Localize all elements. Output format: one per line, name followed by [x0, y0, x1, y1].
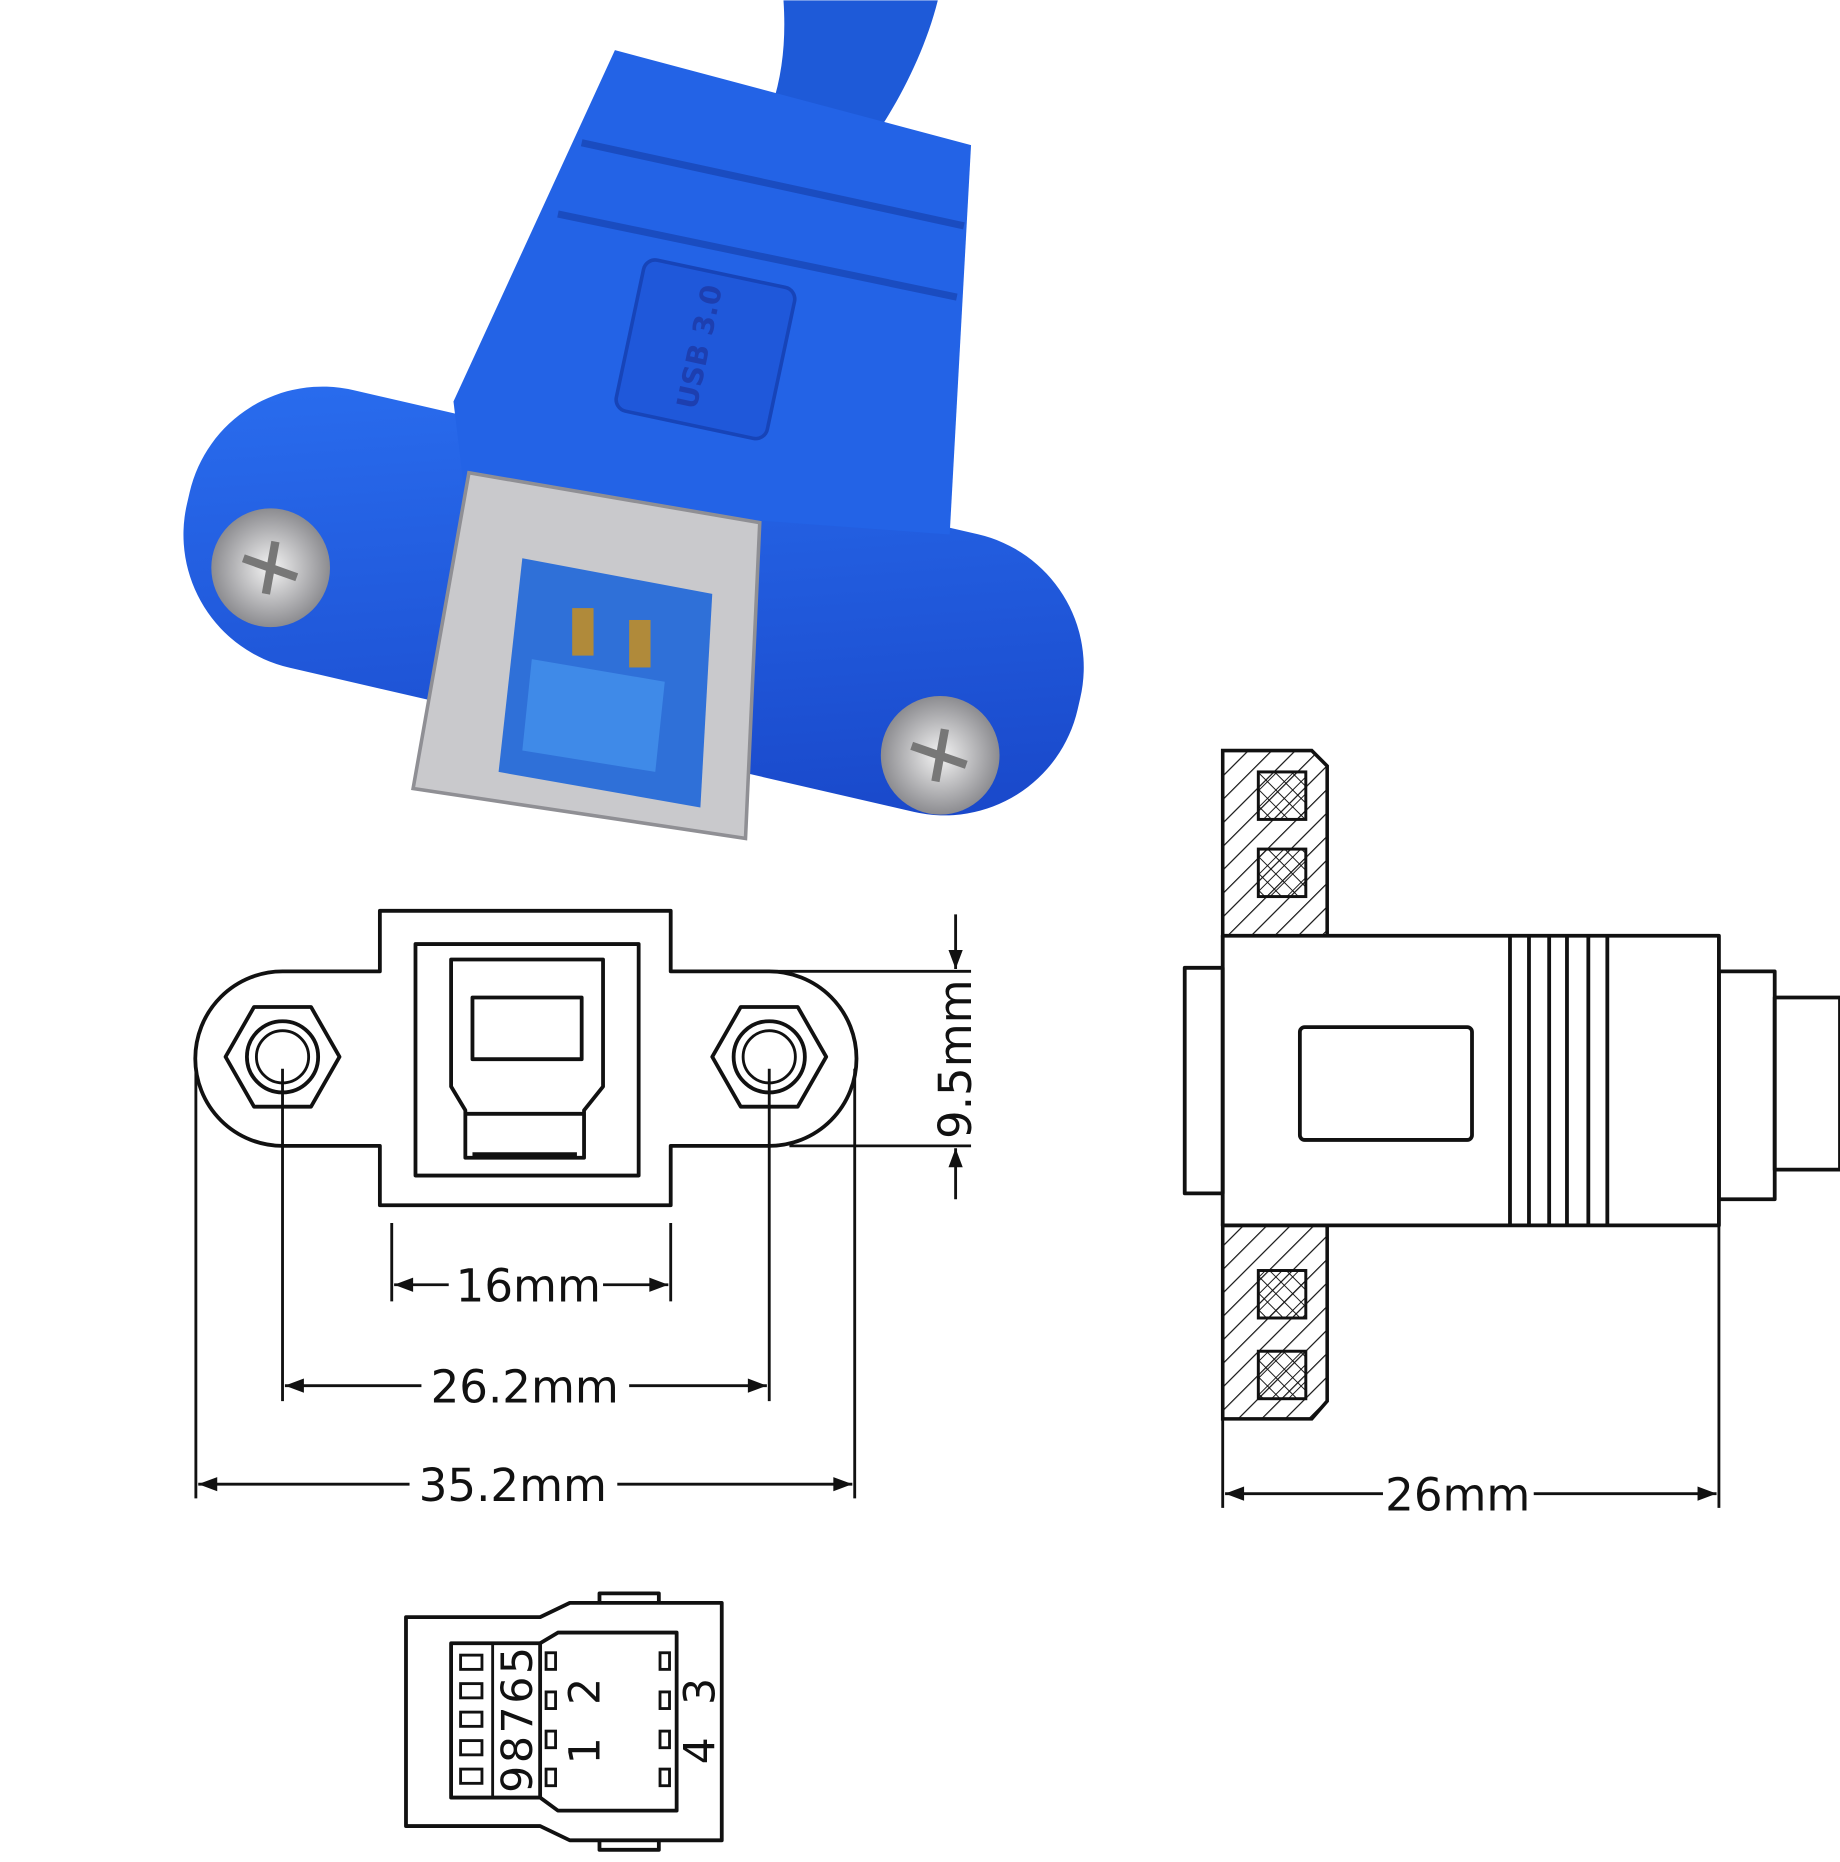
side-view-drawing: 26mm [1182, 748, 1840, 1521]
pin-label-9: 9 [493, 1766, 543, 1793]
dimension-16mm: 16mm [390, 1223, 673, 1312]
body-ribs [557, 139, 965, 301]
pin-label-5: 5 [493, 1647, 543, 1674]
contact-pin [629, 619, 651, 668]
connector-photo: USB 3.0 [183, 0, 1084, 841]
pin-label-7: 7 [493, 1706, 543, 1733]
pin-label-2: 2 [560, 1678, 610, 1705]
port-outline [413, 942, 641, 1178]
usb3-emboss: USB 3.0 [614, 258, 797, 441]
svg-text:26mm: 26mm [1385, 1468, 1530, 1521]
svg-text:16mm: 16mm [456, 1259, 601, 1312]
svg-text:26.2mm: 26.2mm [431, 1360, 619, 1413]
screw-right [880, 695, 1000, 815]
pin-label-8: 8 [493, 1736, 543, 1763]
port-tongue [522, 659, 665, 772]
screw-left [211, 508, 331, 628]
pin-label-6: 6 [493, 1677, 543, 1704]
svg-text:35.2mm: 35.2mm [419, 1459, 607, 1512]
pin-label-3: 3 [676, 1678, 726, 1705]
pin-label-4: 4 [676, 1737, 726, 1764]
dimension-35-2mm: 35.2mm [194, 1068, 857, 1512]
dimension-9-5mm: 9.5mm [771, 914, 982, 1200]
hex-nut-left [223, 1005, 342, 1109]
svg-text:9.5mm: 9.5mm [929, 979, 982, 1139]
hex-nut-right [710, 1005, 829, 1109]
pin-label-1: 1 [560, 1737, 610, 1764]
pin-contacts [459, 1651, 671, 1788]
dimension-26mm: 26mm [1221, 1225, 1721, 1521]
contact-pin [572, 608, 594, 656]
pinout-drawing: 9 8 7 6 5 1 2 3 4 [404, 1591, 726, 1852]
dimension-26-2mm: 26.2mm [281, 1068, 771, 1413]
front-view-drawing: 16mm 26.2mm 35.2mm 9.5mm [193, 908, 982, 1512]
cable [771, 0, 938, 131]
